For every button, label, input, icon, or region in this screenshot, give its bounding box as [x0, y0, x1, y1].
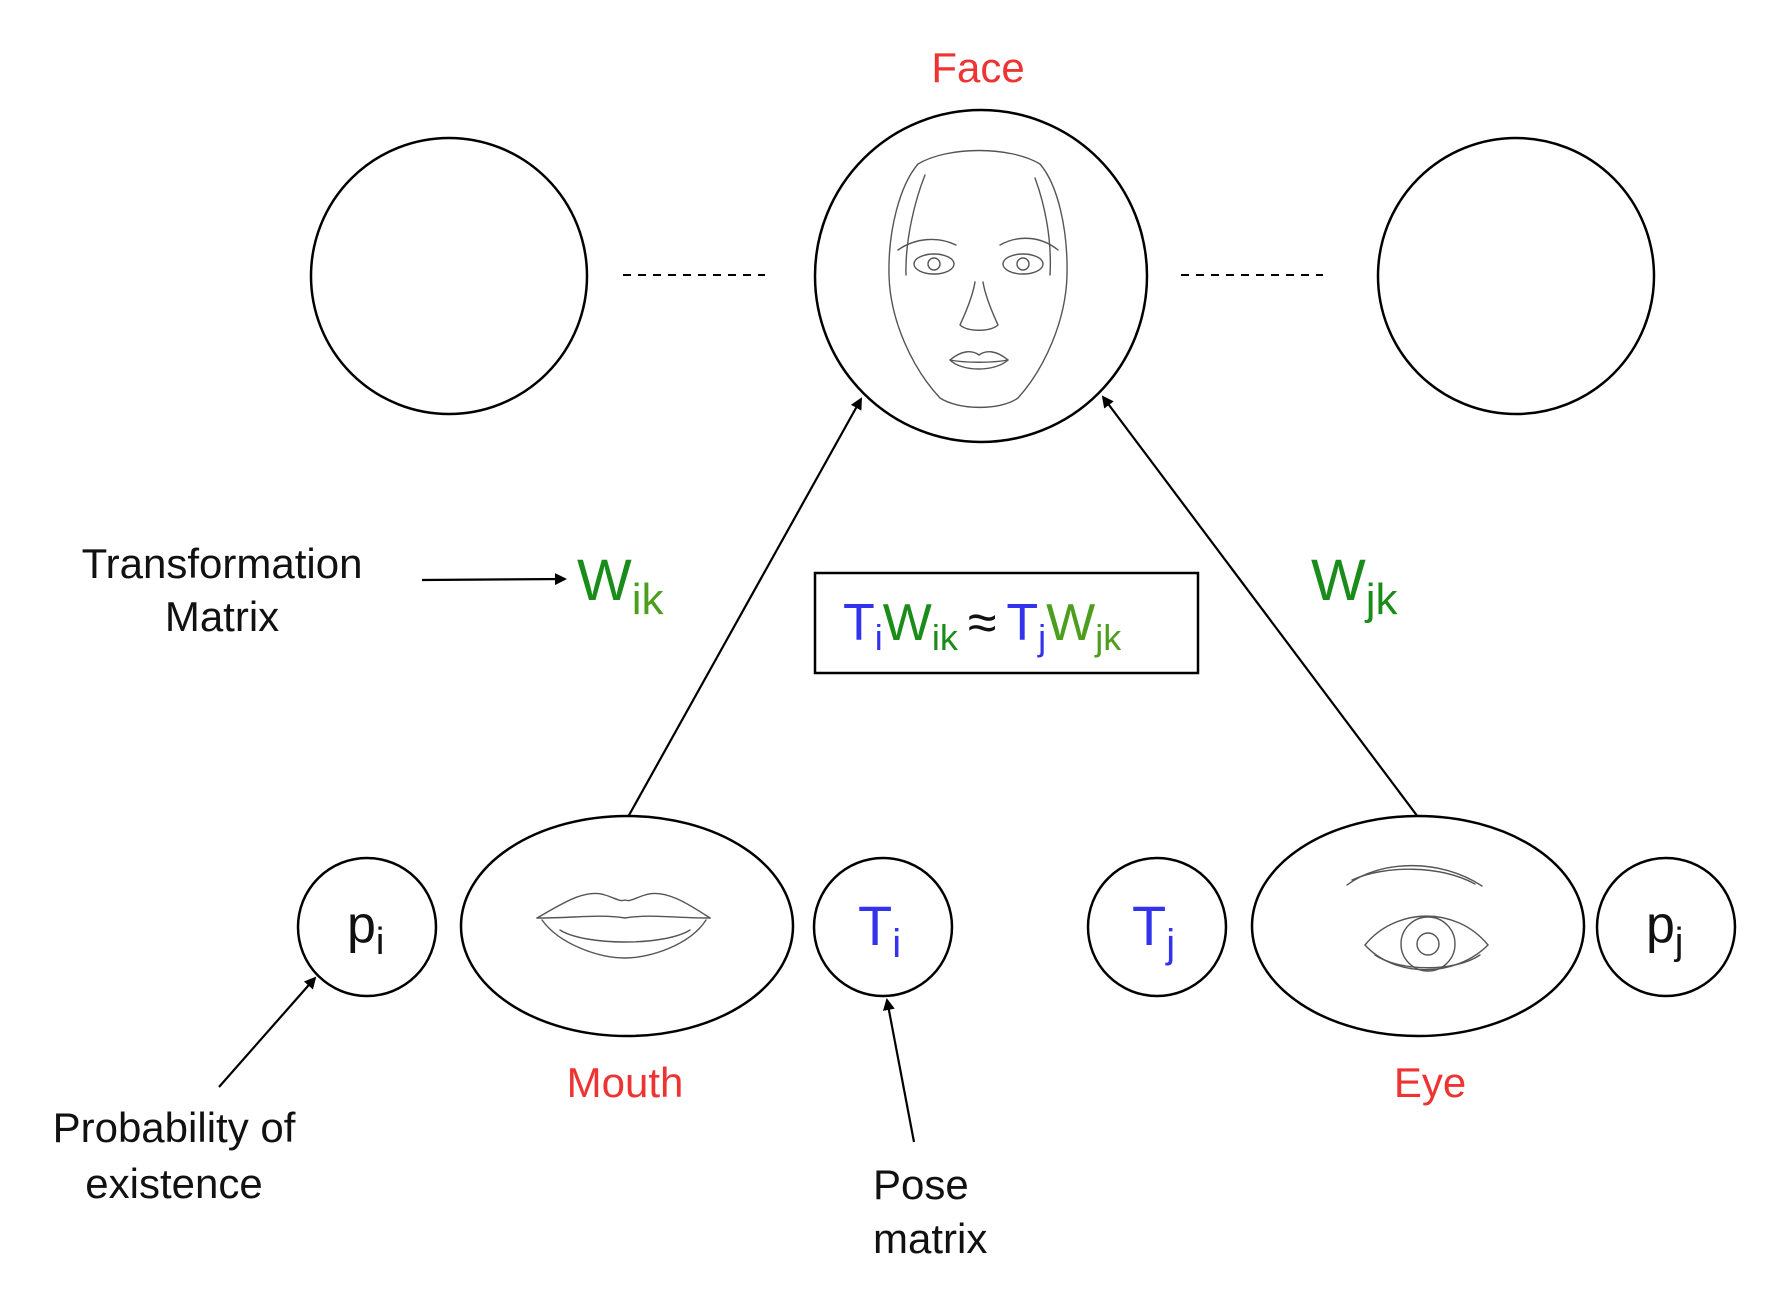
right-capsule-circle [1376, 136, 1656, 416]
eye-label: Eye [1394, 1059, 1466, 1106]
eye-sketch-icon [1346, 865, 1489, 972]
eye-capsule-ellipse [1250, 814, 1586, 1038]
face-capsule-circle [813, 108, 1149, 444]
transformation-label-line1: Transformation [82, 540, 363, 587]
mouth-to-face-arrow [627, 397, 862, 818]
pose-arrow [882, 998, 916, 1143]
p-i-circle [296, 856, 438, 998]
w-jk-symbol: Wjk [1311, 548, 1399, 624]
face-sketch-icon [888, 149, 1068, 409]
t-i-symbol: Ti [858, 894, 901, 966]
face-label: Face [931, 44, 1024, 91]
probability-label-line2: existence [85, 1160, 262, 1207]
p-j-symbol: pj [1646, 896, 1683, 963]
p-i-symbol: pi [347, 896, 384, 963]
p-j-circle [1595, 856, 1737, 998]
probability-arrow [218, 976, 317, 1088]
transformation-label-line2: Matrix [165, 593, 279, 640]
probability-label-line1: Probability of [53, 1104, 296, 1151]
mouth-sketch-icon [536, 892, 711, 959]
t-j-circle [1086, 856, 1228, 998]
pose-label-line2: matrix [873, 1215, 987, 1262]
eye-to-face-arrow [1101, 395, 1419, 818]
mouth-label: Mouth [567, 1059, 684, 1106]
w-ik-symbol: Wik [577, 548, 665, 624]
equation-box [813, 571, 1200, 675]
mouth-capsule-ellipse [459, 814, 795, 1038]
transformation-arrow [421, 573, 567, 586]
equation-text: TiWik≈TjWjk [843, 594, 1122, 658]
t-i-circle [812, 856, 954, 998]
left-capsule-circle [309, 136, 589, 416]
t-j-symbol: Tj [1132, 894, 1175, 966]
pose-label-line1: Pose [873, 1161, 969, 1208]
